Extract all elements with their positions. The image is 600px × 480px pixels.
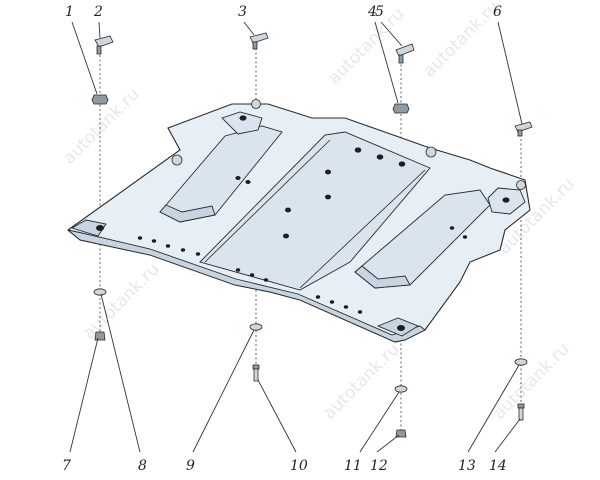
washer-8 [93, 288, 107, 296]
callout-4: 4 [367, 4, 377, 20]
boss [425, 146, 437, 158]
callout-3: 3 [238, 4, 247, 20]
mounting-holes [96, 115, 510, 331]
callout-11: 11 [344, 458, 362, 474]
callout-10: 10 [290, 458, 308, 474]
bracket-6 [514, 121, 533, 137]
callout-5: 5 [375, 4, 384, 20]
fasteners [91, 32, 533, 438]
watermark: autotank.ru [79, 259, 163, 343]
callout-2: 2 [93, 4, 103, 20]
bracket-5 [395, 43, 415, 64]
callout-7: 7 [62, 458, 71, 474]
watermark: autotank.ru [324, 4, 408, 88]
skid-plate [67, 99, 531, 343]
nut-4 [392, 103, 410, 114]
bracket-2 [94, 35, 114, 55]
bolt-14 [517, 403, 525, 421]
callout-12: 12 [370, 458, 388, 474]
boss [516, 180, 526, 190]
washer-9 [249, 323, 263, 331]
boss [251, 99, 261, 109]
leader-lines [69, 21, 523, 453]
watermark: autotank.ru [319, 339, 403, 423]
bracket-3 [249, 32, 269, 50]
watermark: autotank.ru [419, 0, 503, 82]
callout-14: 14 [489, 458, 507, 474]
callout-6: 6 [493, 4, 502, 20]
bolt-10 [252, 364, 260, 382]
callout-13: 13 [458, 458, 476, 474]
callout-9: 9 [186, 458, 195, 474]
callout-8: 8 [138, 458, 147, 474]
watermark: autotank.ru [489, 339, 573, 423]
boss [171, 154, 183, 166]
callout-1: 1 [65, 4, 74, 20]
nut-1 [91, 94, 109, 105]
nut-7 [94, 331, 106, 341]
callout-labels: 1 2 3 4 5 6 7 8 9 10 11 12 13 14 [62, 4, 507, 474]
washer-11 [394, 385, 408, 393]
washer-13 [514, 358, 528, 366]
